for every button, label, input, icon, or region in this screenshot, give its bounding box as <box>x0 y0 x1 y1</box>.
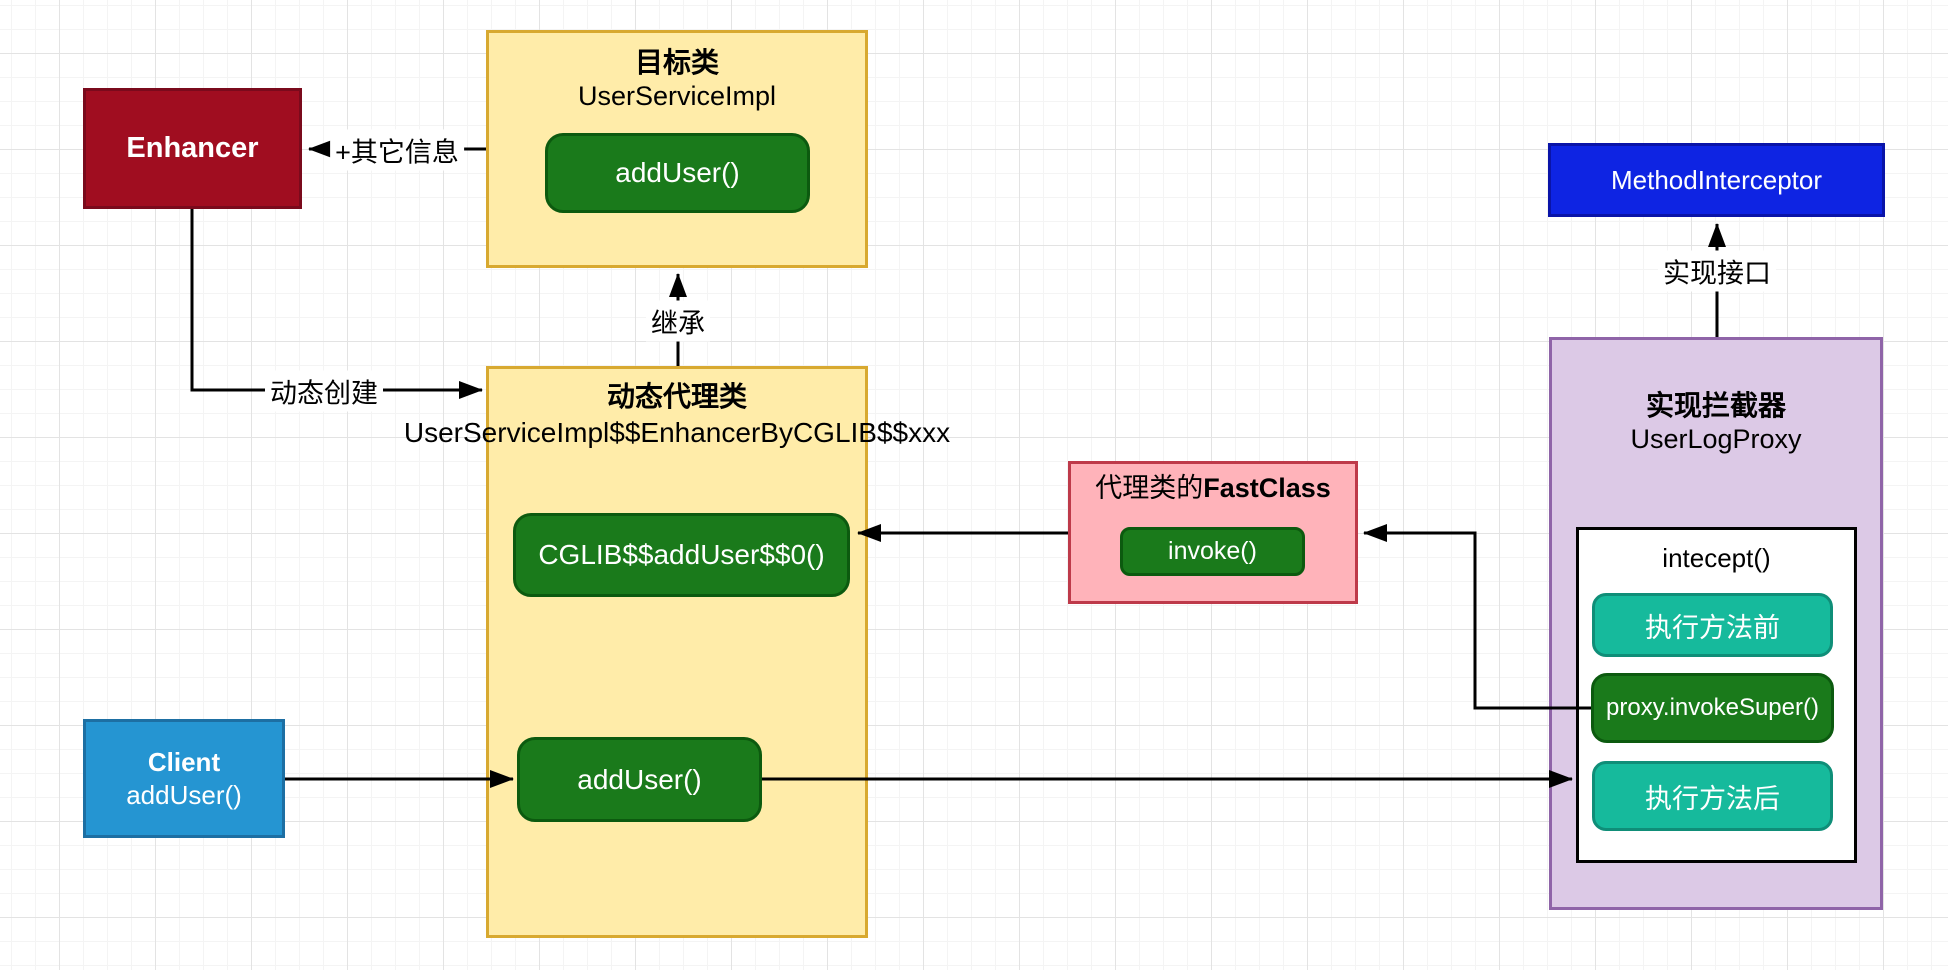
method-interceptor-box: MethodInterceptor <box>1548 143 1885 217</box>
target-class-name: UserServiceImpl <box>577 81 777 111</box>
fastclass-box: 代理类的FastClass invoke() <box>1068 461 1358 604</box>
interceptor-title: 实现拦截器 <box>1645 390 1786 421</box>
target-class-title: 目标类 <box>634 47 719 78</box>
interceptor-class-name: UserLogProxy <box>1630 424 1802 454</box>
proxy-class-title: 动态代理类 <box>606 381 747 412</box>
fastclass-invoke-method: invoke() <box>1120 527 1305 576</box>
edge-dynamic-create <box>190 209 483 399</box>
interceptor-box: 实现拦截器 UserLogProxy intecept() 执行方法前 prox… <box>1549 337 1883 910</box>
step-before-method: 执行方法前 <box>1592 593 1833 657</box>
method-interceptor-label: MethodInterceptor <box>1610 164 1822 195</box>
edge-label-dynamic-create: 动态创建 <box>265 370 383 412</box>
client-method: addUser() <box>126 779 242 810</box>
target-adduser-method: addUser() <box>545 133 810 213</box>
client-box: Client addUser() <box>83 719 285 838</box>
client-title: Client <box>147 747 221 777</box>
intercept-method-box: intecept() 执行方法前 proxy.invokeSuper() 执行方… <box>1576 527 1857 863</box>
enhancer-box: Enhancer <box>83 88 302 209</box>
step-invokesuper-method: proxy.invokeSuper() <box>1591 673 1834 743</box>
fastclass-title-prefix: 代理类的 <box>1095 473 1204 503</box>
target-class-box: 目标类 UserServiceImpl addUser() <box>486 30 868 268</box>
step-after-method: 执行方法后 <box>1592 761 1833 831</box>
proxy-class-box: 动态代理类 UserServiceImpl$$EnhancerByCGLIB$$… <box>404 366 950 938</box>
intercept-method-title: intecept() <box>1662 543 1771 573</box>
proxy-adduser-method: addUser() <box>517 737 762 822</box>
fastclass-title: 代理类的FastClass <box>1071 472 1355 506</box>
proxy-cglib-method: CGLIB$$addUser$$0() <box>513 513 850 597</box>
enhancer-label: Enhancer <box>126 132 259 165</box>
edge-label-other-info: +其它信息 <box>330 129 464 171</box>
fastclass-title-bold: FastClass <box>1203 473 1331 503</box>
proxy-class-name: UserServiceImpl$$EnhancerByCGLIB$$xxx <box>403 417 951 448</box>
edge-label-implement: 实现接口 <box>1658 250 1776 292</box>
edge-label-inherit: 继承 <box>646 300 710 342</box>
